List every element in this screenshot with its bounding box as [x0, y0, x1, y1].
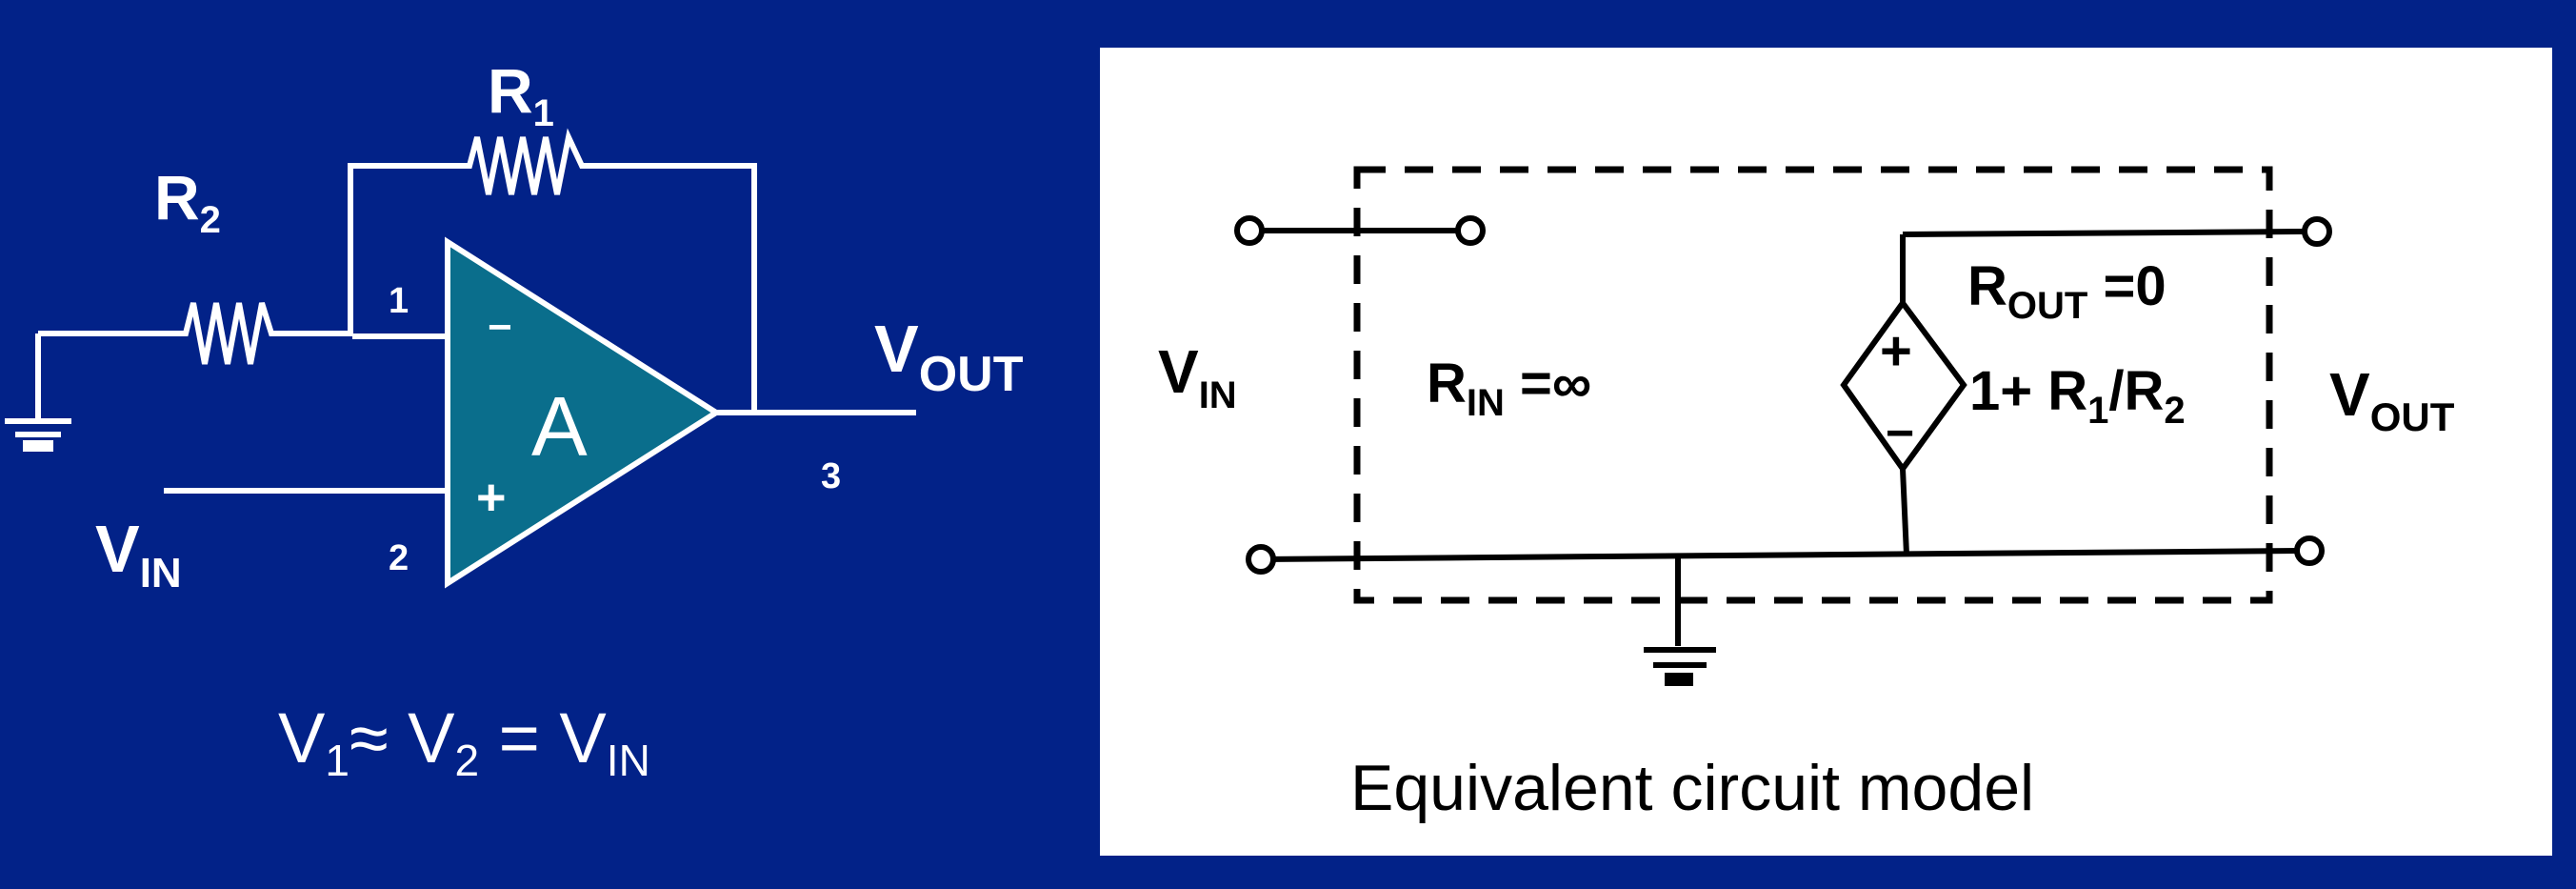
terminal-vout-top: [2302, 216, 2332, 247]
r1-label: R1: [488, 55, 554, 134]
node-2-label: 2: [389, 538, 409, 578]
node-3-label: 3: [821, 456, 841, 496]
vin-label-right: VIN: [1158, 337, 1237, 416]
terminal-vin-top-right: [1455, 215, 1486, 246]
inverting-input-sign: −: [488, 304, 512, 351]
opamp-gain-label: A: [531, 379, 588, 474]
vout-label-left: VOUT: [874, 312, 1024, 402]
terminal-vout-bottom: [2294, 535, 2325, 566]
source-plus-sign: +: [1880, 320, 1912, 382]
vin-label-left: VIN: [95, 512, 182, 596]
terminal-vin-bottom: [1246, 544, 1276, 575]
ground-symbol-left: [5, 333, 71, 452]
wire-source-bottom: [1900, 468, 1909, 556]
rin-label: RIN =∞: [1427, 353, 1591, 424]
source-minus-sign: −: [1886, 406, 1914, 461]
r2-label: R2: [154, 162, 221, 241]
terminal-vin-top-left: [1234, 215, 1265, 246]
panel-background: [1100, 48, 2552, 856]
wire-bottom-common: [1260, 548, 2304, 562]
equivalent-model-panel: + − VIN VOUT RIN =∞ ROUT =0 1+ R1/R2 Equ…: [1100, 48, 2552, 856]
caption: Equivalent circuit model: [1350, 752, 2034, 824]
resistor-r2: [176, 302, 352, 365]
opamp-triangle: [445, 236, 722, 589]
resistor-r1: [462, 128, 757, 195]
dashed-boundary: [1353, 166, 2273, 604]
rout-label: ROUT =0: [1967, 255, 2167, 327]
ground-symbol-right: [1644, 557, 1716, 686]
noninverting-input-sign: +: [476, 469, 507, 526]
wire-output-top: [1902, 229, 2306, 237]
opamp-circuit: − + A 1 2 3 R1 R2 VOUT VIN V1≈ V2 = VIN: [5, 55, 1024, 785]
vout-label-right: VOUT: [2329, 360, 2455, 439]
virtual-short-equation: V1≈ V2 = VIN: [278, 698, 650, 785]
gain-label: 1+ R1/R2: [1969, 360, 2186, 432]
node-1-label: 1: [389, 281, 409, 321]
